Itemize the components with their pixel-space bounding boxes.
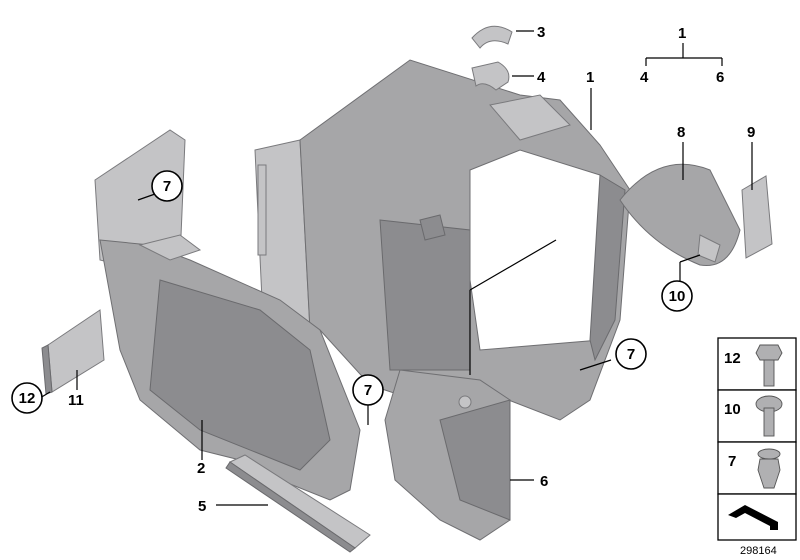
catalog-number: 298164 [740, 545, 777, 557]
callout-7-circle-b [352, 374, 384, 406]
callout-7-circle-a [151, 170, 183, 202]
callout-8: 8 [677, 124, 685, 141]
callout-1-sub-4: 4 [640, 69, 649, 86]
cover-part-8 [619, 163, 741, 267]
callout-7-circle-c [615, 338, 647, 370]
legend-label-10: 10 [724, 401, 741, 418]
clip-part-3 [471, 25, 513, 49]
legend-label-7: 7 [728, 453, 736, 470]
callout-9: 9 [747, 124, 755, 141]
callout-1-group: 1 [678, 25, 686, 42]
trunk-side-trim-panel [254, 59, 631, 421]
hardware-legend: 12 10 7 [717, 337, 797, 541]
callout-1-sub-6: 6 [716, 69, 724, 86]
bracket-part-9 [741, 175, 773, 259]
callout-7-b: 7 [364, 382, 372, 399]
hex-bolt-icon [755, 344, 783, 387]
callout-10: 10 [669, 288, 686, 305]
callout-7-a: 7 [163, 178, 171, 195]
callout-2: 2 [197, 460, 205, 477]
trim-panel-symbol-icon [728, 505, 778, 530]
leader-lines [39, 30, 753, 506]
callout-labels: 3 4 1 4 6 1 8 9 10 7 7 7 12 11 2 5 6 [11, 24, 755, 515]
callout-1-panel: 1 [586, 69, 594, 86]
legend-row-12 [717, 337, 797, 391]
round-head-screw-icon [755, 395, 783, 437]
lower-cover-part-6 [384, 369, 511, 541]
legend-row-10 [717, 389, 797, 443]
callout-3: 3 [537, 24, 545, 41]
callout-4-clip: 4 [537, 69, 546, 86]
left-trim-panel [94, 129, 361, 501]
callout-5: 5 [198, 498, 206, 515]
callout-10-circle [661, 280, 693, 312]
callout-12-circle [11, 382, 43, 414]
clip-part-4 [471, 61, 510, 91]
sill-trim-part-5 [225, 454, 371, 553]
callout-7-c: 7 [627, 346, 635, 363]
callout-6: 6 [540, 473, 548, 490]
legend-label-12: 12 [724, 350, 741, 367]
push-clip-icon [757, 448, 781, 489]
bracket-part-11 [41, 309, 105, 395]
callout-12: 12 [19, 390, 36, 407]
callout-11: 11 [68, 392, 84, 409]
